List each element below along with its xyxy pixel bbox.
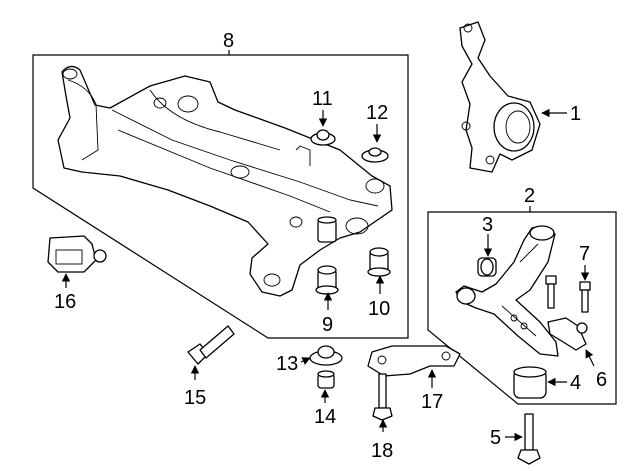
- callout-7: 7: [579, 243, 590, 265]
- crossmember-illustration: [57, 65, 393, 297]
- callout-16: 16: [54, 291, 76, 313]
- part-4-bushing: [513, 366, 547, 399]
- part-14-bushing: [317, 370, 335, 389]
- part-10-bushing: [367, 247, 391, 277]
- callout-4: 4: [570, 372, 581, 394]
- part-5-bolt: [517, 413, 541, 465]
- callout-8: 8: [223, 30, 234, 52]
- part-13-washer-cap: [309, 345, 343, 366]
- crossmember-group-frame: [32, 54, 409, 339]
- part-1-steering-knuckle: [459, 21, 541, 173]
- part-11-bushing-cap: [310, 129, 336, 146]
- arm-bolt: [545, 275, 557, 309]
- callout-14: 14: [314, 406, 336, 428]
- callout-2: 2: [524, 185, 535, 207]
- callout-10: 10: [368, 298, 390, 320]
- callout-13: 13: [276, 353, 298, 375]
- part-6-ball-joint: [547, 317, 588, 351]
- part-15-bolt: [187, 325, 235, 365]
- lower-arm-group-frame: [427, 211, 617, 405]
- part-18-bolt: [372, 373, 393, 421]
- callout-11: 11: [312, 88, 333, 110]
- part-9-bushing: [315, 265, 339, 295]
- part-17-brace-plate: [367, 345, 461, 377]
- callout-6: 6: [596, 369, 607, 391]
- callout-9: 9: [322, 314, 333, 336]
- part-3-bushing: [477, 257, 497, 277]
- part-7-bolt: [579, 281, 591, 313]
- part-12-bushing-cap: [361, 147, 389, 163]
- callout-1: 1: [570, 103, 581, 125]
- callout-5: 5: [490, 427, 501, 449]
- callout-17: 17: [421, 391, 443, 413]
- part-16-mount-bracket: [47, 235, 107, 273]
- callout-3: 3: [482, 214, 493, 236]
- callout-18: 18: [371, 440, 393, 462]
- callout-15: 15: [184, 387, 206, 409]
- part-2-lower-control-arm: [455, 225, 559, 357]
- callout-12: 12: [366, 102, 388, 124]
